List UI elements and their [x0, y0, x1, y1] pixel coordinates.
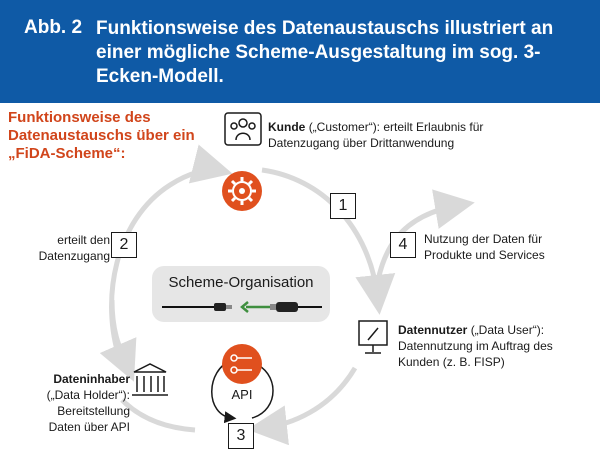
data-holder-line1: („Data Holder“):: [46, 388, 130, 402]
customer-role: („Customer“): erteilt Erlaubnis für: [308, 120, 484, 134]
data-user-line2: Datennutzung im Auftrag des: [398, 339, 553, 353]
cycle-arc-lower-left: [99, 299, 137, 382]
customer-icon: [224, 112, 262, 146]
step-2-box: 2: [111, 232, 137, 258]
step-3-box: 3: [228, 423, 254, 449]
data-holder-line2: Bereitstellung: [57, 404, 130, 418]
step-4-box: 4: [390, 232, 416, 258]
api-label: API: [231, 387, 253, 402]
cycle-arc-left: [109, 144, 233, 361]
data-holder-description: Dateninhaber („Data Holder“): Bereitstel…: [20, 371, 130, 435]
customer-description: Kunde („Customer“): erteilt Erlaubnis fü…: [268, 119, 528, 151]
gear-icon: [222, 171, 262, 211]
step2-line1: erteilt den: [57, 233, 110, 247]
step2-description: erteilt den Datenzugang: [34, 232, 110, 264]
data-holder-name: Dateninhaber: [53, 372, 130, 386]
cycle-arc-bottom-right: [247, 366, 358, 446]
customer-name: Kunde: [268, 120, 306, 134]
data-user-role: („Data User“):: [470, 323, 545, 337]
scheme-title: Funktionsweise des Datenaustauschs über …: [8, 109, 195, 162]
api-icon: [222, 344, 262, 384]
data-user-name: Datennutzer: [398, 323, 468, 337]
figure-label: Abb. 2: [24, 17, 83, 38]
step2-line2: Datenzugang: [38, 249, 110, 263]
data-user-line3: Kunden (z. B. FISP): [398, 355, 505, 369]
data-holder-line3: Daten über API: [48, 420, 130, 434]
monitor-icon: [358, 320, 388, 354]
scheme-organisation-box: Scheme-Organisation: [152, 266, 330, 322]
step4-description: Nutzung der Daten für Produkte und Servi…: [424, 231, 594, 263]
header-banner: Abb. 2 Funktionsweise des Datenaustausch…: [0, 0, 600, 103]
customer-line2: Datenzugang über Drittanwendung: [268, 136, 455, 150]
step4-line1: Nutzung der Daten für: [424, 232, 543, 246]
data-user-description: Datennutzer („Data User“): Datennutzung …: [398, 322, 594, 370]
step4-line2: Produkte und Services: [424, 248, 545, 262]
figure-title: Funktionsweise des Datenaustauschs illus…: [96, 18, 554, 87]
scheme-organisation-label: Scheme-Organisation: [168, 274, 314, 291]
step-1-box: 1: [330, 193, 356, 219]
cycle-arc-bottom-left: [120, 398, 196, 433]
connector-plug-icon: [162, 301, 322, 313]
bank-icon: [132, 363, 168, 396]
